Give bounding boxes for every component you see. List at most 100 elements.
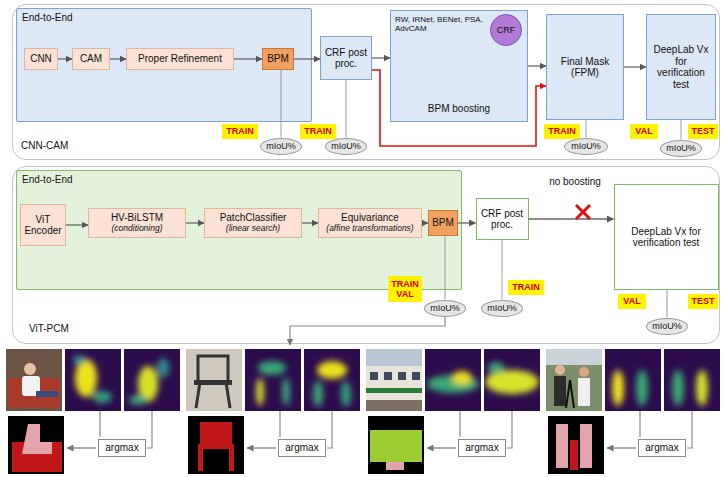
process-box: Final Mask (FPM)	[546, 14, 624, 120]
heatmap	[484, 349, 540, 411]
no-boosting-cross	[576, 205, 590, 219]
input-photo	[36, 391, 58, 397]
input-photo	[546, 349, 602, 411]
example-group	[366, 349, 540, 474]
node-text: argmax	[285, 442, 318, 454]
heatmap	[425, 349, 481, 411]
node-text: HV-BiLSTM	[111, 212, 163, 224]
node-text: mIoU%	[430, 303, 460, 313]
segmentation-mask	[229, 449, 234, 471]
segmentation-mask	[580, 424, 592, 468]
metric-oval: mIoU%	[481, 300, 523, 317]
node-text: TRAIN	[304, 126, 332, 136]
heatmap	[341, 381, 351, 407]
connector-arrow	[667, 290, 668, 318]
input-photo	[554, 376, 566, 406]
op-box: argmax	[98, 439, 146, 457]
input-photo	[370, 372, 378, 380]
node-text: mIoU%	[666, 143, 696, 153]
connector-arrow	[294, 58, 320, 59]
panel-frame: CNN-CAMEnd-to-EndCNNCAMProper Refinement…	[12, 4, 720, 160]
connector-arrow	[445, 236, 446, 300]
node-text: CRF	[497, 25, 516, 35]
heatmap	[488, 362, 504, 374]
leader-line	[327, 411, 332, 448]
example-group	[546, 349, 720, 474]
heatmap	[452, 371, 472, 385]
heatmap	[245, 349, 301, 411]
heatmap	[124, 349, 180, 411]
heatmap	[612, 370, 624, 406]
node-text: mIoU%	[652, 321, 682, 331]
connector-arrow	[302, 222, 318, 223]
node-text: (conditioning)	[111, 224, 162, 234]
input-photo	[398, 372, 406, 380]
node-text: PatchClassifier	[220, 212, 287, 224]
connector-arrow	[529, 218, 614, 219]
metric-oval: mIoU%	[260, 138, 302, 155]
node-text: argmax	[645, 442, 678, 454]
split-tag: VAL	[618, 294, 646, 309]
heatmap	[304, 349, 360, 411]
leader-line	[427, 447, 456, 448]
heatmap	[73, 355, 85, 365]
crf-circle: CRF	[490, 14, 522, 46]
metric-oval: mIoU%	[564, 138, 608, 155]
leader-line	[459, 411, 460, 437]
input-photo	[578, 378, 590, 406]
leader-line	[147, 411, 152, 448]
split-tag: TRAIN VAL	[388, 276, 422, 302]
connector-arrow	[422, 222, 428, 223]
leader-line	[247, 447, 276, 448]
heatmap	[129, 395, 147, 405]
region-box: End-to-EndViT EncoderHV-BiLSTM(condition…	[16, 170, 462, 290]
note-text: no boosting	[546, 176, 604, 188]
op-box: argmax	[638, 439, 686, 457]
node-text: mIoU%	[571, 141, 601, 151]
node-text: CRF post proc.	[480, 208, 525, 231]
node-text: BPM boosting	[391, 103, 527, 115]
panel-frame: ViT-PCMEnd-to-EndViT EncoderHV-BiLSTM(co…	[12, 166, 720, 344]
segmentation-mask	[8, 416, 64, 474]
input-photo	[570, 380, 574, 408]
node-text: TRAIN VAL	[391, 279, 419, 300]
heatmap	[282, 378, 290, 406]
input-photo	[546, 349, 602, 365]
split-tag: TRAIN	[300, 124, 336, 139]
heatmap	[605, 349, 661, 411]
node-text: Proper Refinement	[138, 53, 222, 65]
process-box: CRF post proc.	[476, 198, 529, 240]
node-text: TRAIN	[226, 126, 254, 136]
input-photo	[6, 349, 62, 411]
process-box: HV-BiLSTM(conditioning)	[88, 208, 186, 238]
node-text: TRAIN	[512, 282, 540, 292]
connector-arrow	[281, 70, 282, 138]
connector-arrow	[234, 58, 262, 59]
output-box: BPM	[262, 48, 294, 70]
node-text: mIoU%	[487, 303, 517, 313]
heatmap	[425, 349, 481, 411]
heatmap	[313, 381, 323, 407]
heatmap	[636, 370, 648, 406]
connector-arrow	[502, 240, 503, 300]
metric-oval: mIoU%	[424, 300, 466, 317]
heatmap	[664, 349, 720, 411]
input-photo	[412, 372, 420, 380]
leader-line	[687, 411, 692, 448]
heatmap	[65, 349, 121, 411]
connector-arrow	[372, 57, 390, 58]
leader-line	[507, 411, 512, 448]
node-text: Final Mask (FPM)	[550, 56, 620, 79]
node-text: (linear search)	[226, 224, 280, 234]
input-photo	[366, 349, 422, 411]
input-photo	[194, 380, 232, 385]
node-text: mIoU%	[266, 141, 296, 151]
process-box: Proper Refinement	[126, 48, 234, 70]
connector-arrow	[681, 120, 682, 140]
leader-line	[290, 317, 445, 345]
leader-line	[279, 411, 280, 437]
process-box: DeepLab Vx for verification test	[614, 184, 719, 290]
input-photo	[555, 365, 565, 375]
no-boosting-cross	[576, 205, 590, 219]
